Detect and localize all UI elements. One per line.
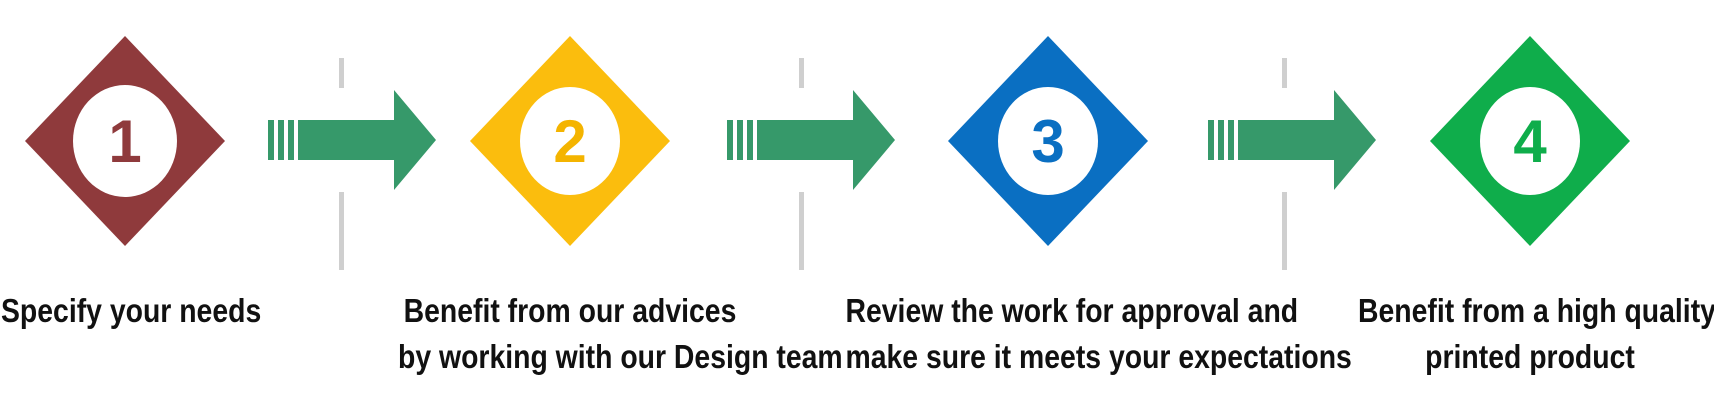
step-3-caption-line-2: make sure it meets your expectations bbox=[845, 338, 1352, 375]
step-4-caption-line-1: Benefit from a high quality bbox=[1358, 292, 1714, 329]
step-3-caption-line-1: Review the work for approval and bbox=[845, 292, 1299, 329]
step-2-caption-line-2: by working with our Design team bbox=[398, 338, 843, 375]
step-4-caption-line-2: printed product bbox=[1425, 338, 1635, 375]
divider-1-bottom bbox=[339, 192, 344, 270]
step-3-diamond-shape bbox=[948, 36, 1148, 246]
step-2-diamond: 2 bbox=[470, 36, 670, 246]
arrow-right-icon bbox=[1208, 90, 1378, 190]
step-1-number: 1 bbox=[108, 107, 142, 175]
step-3-diamond: 3 bbox=[948, 36, 1148, 246]
arrow-right-icon bbox=[727, 90, 897, 190]
step-2-diamond-shape bbox=[470, 36, 670, 246]
divider-3-bottom bbox=[1282, 192, 1287, 270]
step-1-diamond-shape bbox=[25, 36, 225, 246]
divider-2-bottom bbox=[799, 192, 804, 270]
divider-2-top bbox=[799, 58, 804, 88]
divider-1-top bbox=[339, 58, 344, 88]
step-2-caption-line-1: Benefit from our advices bbox=[403, 292, 737, 329]
step-4-diamond: 4 bbox=[1430, 36, 1630, 246]
step-4-number: 4 bbox=[1513, 107, 1547, 175]
divider-3-top bbox=[1282, 58, 1287, 88]
step-2-caption: Benefit from our advices by working with… bbox=[398, 288, 843, 380]
step-1-caption: Specify your needs bbox=[1, 288, 262, 334]
step-1-caption-line-1: Specify your needs bbox=[1, 292, 262, 329]
step-4-diamond-shape bbox=[1430, 36, 1630, 246]
step-3-caption: Review the work for approval and make su… bbox=[845, 288, 1352, 380]
arrow-right-icon bbox=[268, 90, 438, 190]
step-3-number: 3 bbox=[1031, 107, 1065, 175]
step-4-caption: Benefit from a high quality printed prod… bbox=[1358, 288, 1714, 380]
step-1-diamond: 1 bbox=[25, 36, 225, 246]
step-2-number: 2 bbox=[553, 107, 587, 175]
